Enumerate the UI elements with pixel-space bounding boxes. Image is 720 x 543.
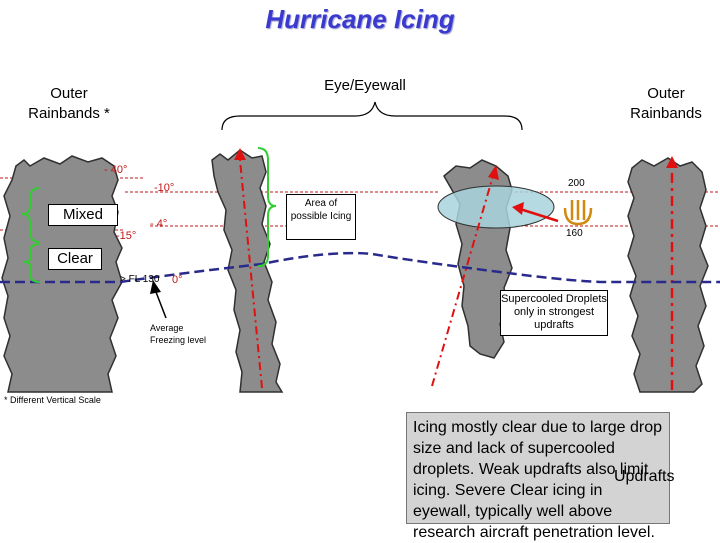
label-alt-200: 200	[568, 178, 585, 189]
label-eye-eyewall: Eye/Eyewall	[324, 77, 406, 94]
label-average-freezing-level: Average Freezing level	[150, 323, 207, 345]
cloud-column-eyewall-left	[211, 149, 284, 393]
icing-symbol-icon	[563, 200, 593, 226]
label-temp-minus10: -10°	[154, 182, 175, 194]
label-clear: Clear	[48, 248, 102, 270]
eyewall-icing-bracket	[257, 147, 277, 267]
label-different-vertical-scale: * Different Vertical Scale	[4, 395, 101, 405]
freezing-level-pointer	[155, 291, 167, 319]
note-box: Icing mostly clear due to large drop siz…	[406, 412, 670, 541]
label-outer-rainbands-right: Outer Rainbands	[630, 85, 702, 122]
label-temp-minus4: - 4°	[150, 218, 168, 230]
updraft-arrowhead-right	[666, 156, 678, 168]
icing-oval	[437, 185, 555, 229]
updraft-arrow-eyewall-right	[431, 175, 494, 387]
updraft-arrow-eyewall-left	[239, 159, 263, 389]
label-mixed: Mixed	[48, 204, 118, 226]
updraft-arrowhead-eyewall-left	[234, 148, 246, 160]
cloud-column-right	[627, 157, 709, 393]
icing-pointer-arrowhead	[512, 202, 524, 215]
clear-bracket	[23, 243, 41, 283]
updraft-arrowhead-eyewall-right	[488, 165, 499, 180]
icing-pointer-arrow	[519, 207, 559, 223]
label-temp-minus40: - 40°	[104, 164, 128, 176]
callout-area-of-possible-icing: Area of possible Icing	[286, 194, 356, 240]
label-temp-minus15: -15°	[116, 230, 137, 242]
freezing-level-line	[0, 251, 720, 284]
label-alt-160: 160	[566, 228, 583, 239]
legend-label-updrafts: Updrafts	[614, 468, 675, 485]
callout-supercooled-droplets: Supercooled Droplets only in strongest u…	[500, 290, 608, 336]
mixed-bracket	[21, 187, 41, 243]
cloud-column-left	[1, 155, 123, 393]
page-title: Hurricane Icing	[265, 4, 455, 34]
eyewall-bracket	[221, 101, 523, 131]
label-outer-rainbands-left: Outer Rainbands *	[28, 85, 110, 122]
freezing-level-pointer-head	[150, 280, 161, 294]
label-fl130: > FL 130	[120, 274, 160, 285]
label-temp-0: 0°	[172, 274, 183, 286]
